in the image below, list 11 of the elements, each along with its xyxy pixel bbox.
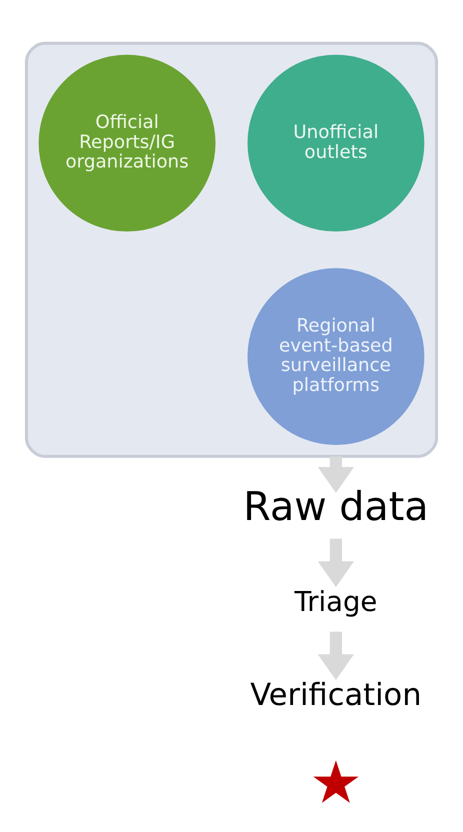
node-circle: Unofficial outlets [248, 54, 424, 232]
node-circle: Regional event-based surveillance platforms [248, 268, 424, 445]
arrow [318, 632, 354, 680]
node-text: Triage [294, 586, 378, 618]
arrow [318, 538, 354, 588]
node-text: Verification [250, 678, 422, 713]
node-circle: Official Reports/IG organizations [38, 54, 216, 232]
node-text: Raw data [243, 484, 429, 530]
cluster [24, 42, 438, 458]
node-star [313, 760, 359, 803]
arrow [318, 456, 354, 493]
